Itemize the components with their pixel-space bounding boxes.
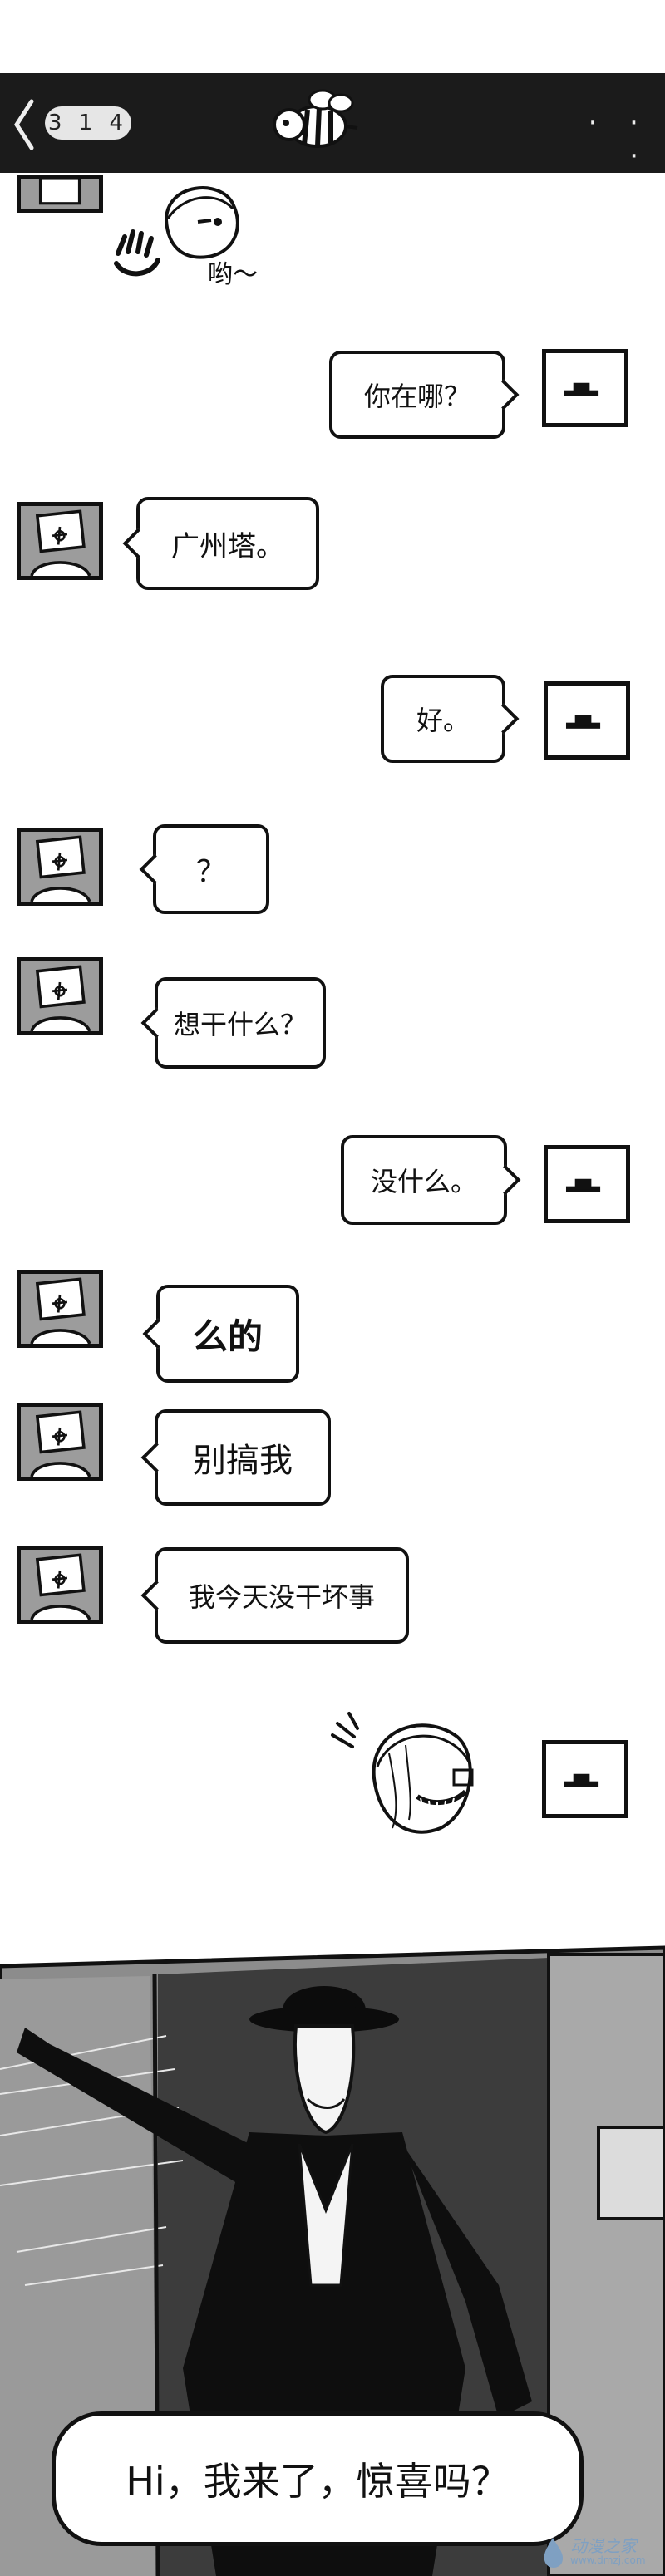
avatar-hat-character: [542, 349, 628, 427]
message-bubble-right: 没什么。: [341, 1135, 521, 1225]
message-text: 没什么。: [370, 1166, 477, 1197]
message-text: 我今天没干坏事: [188, 1581, 375, 1613]
message-bubble-left: 我今天没干坏事: [140, 1547, 409, 1644]
bubble-tail: [122, 528, 154, 559]
message-text: ？: [195, 855, 226, 889]
avatar-hat-character: [544, 681, 630, 760]
avatar-eye-character: [17, 1546, 103, 1624]
avatar-eye-character: [17, 1270, 103, 1348]
avatar-hat-character: [542, 1740, 628, 1818]
watermark-title: 动漫之家: [570, 2536, 637, 2556]
message-text: 别搞我: [193, 1442, 293, 1480]
message-bubble-right: 你在哪？: [329, 351, 520, 439]
greeting-text: 哟～: [208, 260, 258, 289]
message-bubble-left: ？: [139, 824, 269, 914]
bubble-tail: [142, 1318, 174, 1349]
final-speech-bubble: Hi，我来了，惊喜吗？: [52, 2411, 584, 2546]
bubble-tail: [140, 1007, 172, 1039]
message-text: 好。: [416, 705, 470, 736]
message-text: 广州塔。: [171, 529, 284, 563]
message-bubble-right: 好。: [381, 675, 520, 763]
avatar-eye-character: [17, 957, 103, 1035]
message-bubble-left: 想干什么？: [140, 977, 326, 1069]
final-speech-text: Hi，我来了，惊喜吗？: [126, 2459, 510, 2504]
avatar-hat-character: [544, 1145, 630, 1223]
message-bubble-left: 别搞我: [140, 1409, 331, 1506]
watermark-logo-icon: [544, 2538, 564, 2568]
bee-logo-icon: [273, 89, 358, 148]
bubble-tail: [488, 703, 520, 735]
back-chevron-icon[interactable]: [8, 95, 42, 153]
message-bubble-left: 么的: [142, 1285, 299, 1383]
girl-waving-illustration: [114, 186, 239, 277]
message-text: 你在哪？: [363, 381, 470, 412]
smirking-girl-illustration: [331, 1712, 474, 1834]
message-bubble-left: 广州塔。: [122, 497, 319, 590]
watermark-url: www.dmzj.com: [570, 2554, 646, 2566]
watermark: 动漫之家 www.dmzj.com: [534, 2531, 658, 2573]
bubble-tail: [488, 379, 520, 410]
more-options-button[interactable]: · · ·: [588, 106, 650, 173]
page-indicator[interactable]: 3 1 4: [45, 106, 131, 140]
message-text: 么的: [192, 1315, 263, 1357]
message-text: 想干什么？: [173, 1009, 307, 1040]
bubble-tail: [140, 1580, 172, 1611]
top-bar: 3 1 4 · · ·: [0, 73, 665, 173]
bubble-tail: [139, 853, 170, 885]
bubble-tail: [140, 1442, 172, 1473]
avatar-eye-character: [17, 175, 103, 213]
avatar-eye-character: [17, 502, 103, 580]
bubble-tail: [490, 1164, 521, 1196]
avatar-eye-character: [17, 1403, 103, 1481]
avatar-eye-character: [17, 828, 103, 906]
